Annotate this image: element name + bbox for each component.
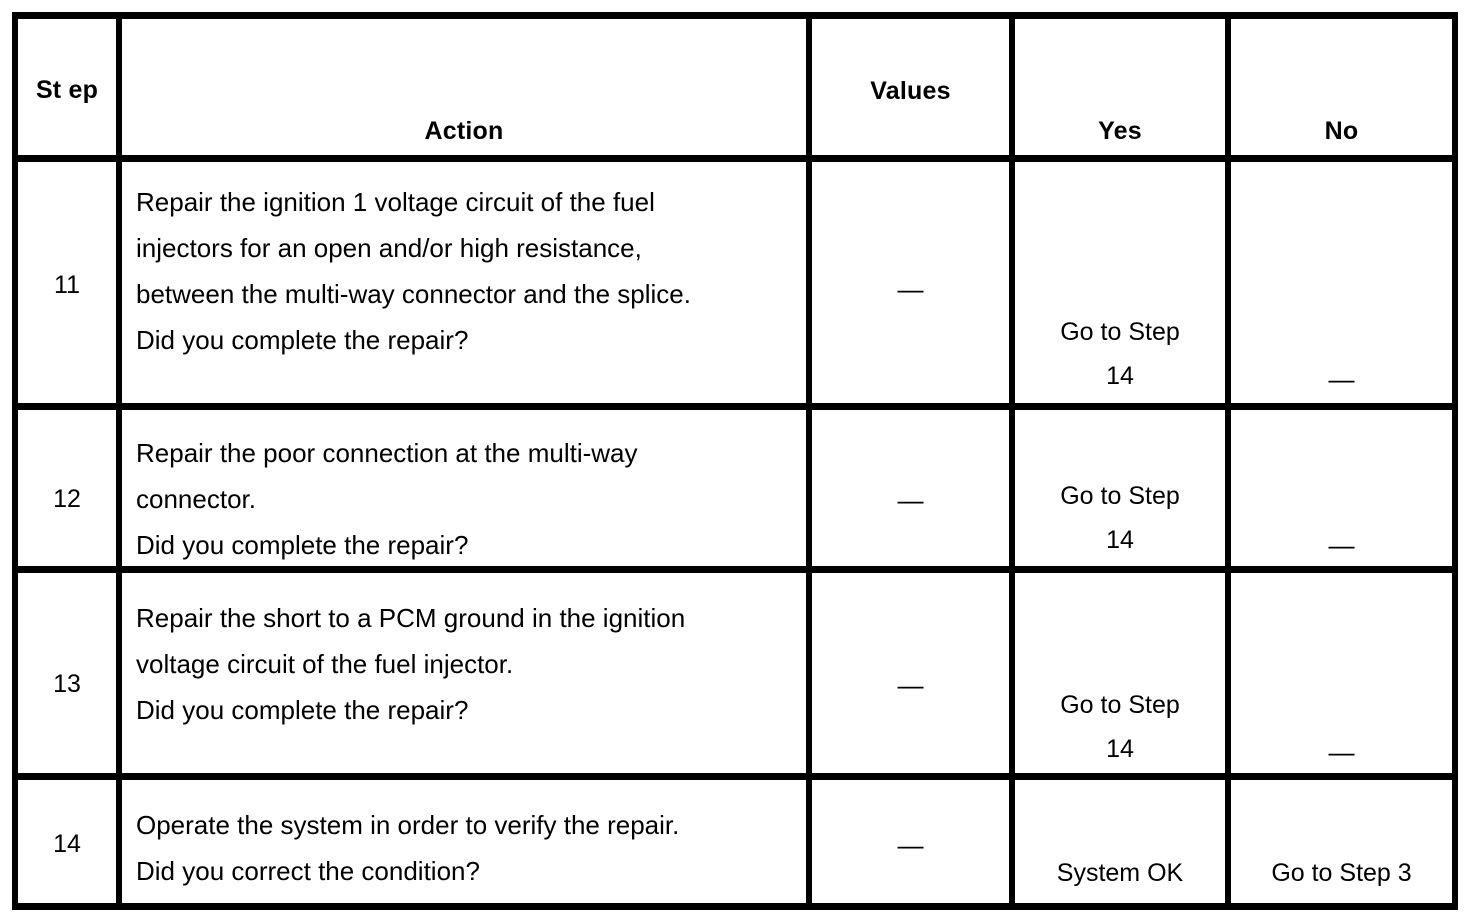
row-14-yes: System OK — [1056, 859, 1184, 887]
row-12-values: — — [897, 485, 924, 515]
row-12-yes: Go to Step 14 — [1060, 482, 1180, 554]
row-11-bottom-border — [12, 403, 1458, 410]
row-12-step: 12 — [53, 485, 81, 513]
row-12-action: Repair the poor connection at the multi-… — [136, 438, 638, 560]
row-13-yes: Go to Step 14 — [1060, 691, 1180, 763]
row-13-step: 13 — [53, 670, 81, 698]
column-header-action: Action — [424, 117, 504, 145]
row-13-bottom-border — [12, 773, 1458, 780]
row-12-no: — — [1328, 530, 1355, 560]
table-top-border — [12, 12, 1458, 19]
row-14-bottom-border — [12, 903, 1458, 910]
row-11-step: 11 — [54, 271, 80, 299]
row-14-step: 14 — [53, 830, 81, 858]
row-14-no: Go to Step 3 — [1271, 859, 1412, 887]
col-divider-action-values — [806, 12, 812, 910]
column-header-yes: Yes — [1098, 117, 1142, 145]
row-13-action: Repair the short to a PCM ground in the … — [136, 603, 686, 725]
col-divider-values-yes — [1009, 12, 1015, 910]
table-right-border — [1452, 12, 1458, 910]
row-13-values: — — [897, 670, 924, 700]
diagnostic-table: St ep Action Values Yes No 11 Repair the… — [12, 12, 1458, 910]
header-bottom-border — [12, 155, 1458, 162]
table-left-border — [12, 12, 18, 910]
row-11-yes: Go to Step 14 — [1060, 318, 1180, 390]
column-header-step: St ep — [35, 76, 99, 104]
row-12-bottom-border — [12, 566, 1458, 573]
row-11-values: — — [897, 274, 924, 304]
col-divider-step-action — [116, 12, 122, 910]
column-header-no: No — [1324, 117, 1359, 145]
row-14-action: Operate the system in order to verify th… — [136, 810, 680, 886]
row-13-no: — — [1328, 737, 1355, 767]
col-divider-yes-no — [1225, 12, 1231, 910]
row-11-no: — — [1328, 364, 1355, 394]
row-14-values: — — [897, 830, 924, 860]
column-header-values: Values — [870, 77, 951, 105]
row-11-action: Repair the ignition 1 voltage circuit of… — [136, 187, 691, 355]
